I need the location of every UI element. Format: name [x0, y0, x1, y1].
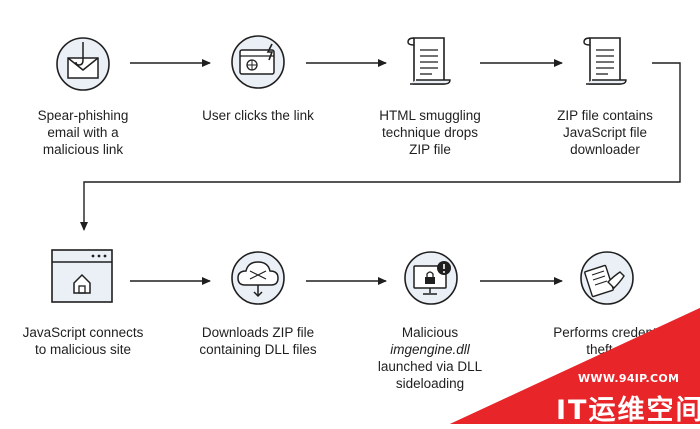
step-3-line: technique drops — [381, 125, 479, 140]
step-1-line: malicious link — [42, 142, 124, 157]
click-link-browser-icon — [231, 35, 285, 89]
step-3-line: ZIP file — [409, 142, 451, 157]
step-5-line: JavaScript connects — [22, 325, 144, 340]
step-8-line: theft a — [586, 342, 624, 357]
step-3-line: HTML smuggling — [379, 108, 481, 123]
step-8-line: Performs credent — [553, 325, 657, 340]
step-4-label: ZIP file contains JavaScript file downlo… — [520, 107, 690, 158]
step-8-label: Performs credent theft a ke — [520, 324, 690, 375]
step-5-line: to malicious site — [34, 342, 132, 357]
step-7-line: launched via DLL — [377, 359, 483, 374]
step-3-label: HTML smuggling technique drops ZIP file — [345, 107, 515, 158]
step-6-line: Downloads ZIP file — [201, 325, 315, 340]
scroll-document-icon — [583, 37, 627, 85]
step-7-label: Malicious imgengine.dll launched via DLL… — [345, 324, 515, 392]
step-1-label: Spear-phishing email with a malicious li… — [0, 107, 168, 158]
monitor-lock-alert-icon — [404, 251, 458, 305]
step-7-line: Malicious — [401, 325, 459, 340]
step-7-line: sideloading — [395, 376, 465, 391]
phishing-email-icon — [56, 37, 110, 91]
step-7-filename: imgengine.dll — [390, 342, 470, 357]
cloud-download-icon — [231, 251, 285, 305]
step-4-line: downloader — [570, 142, 640, 157]
watermark-url: WWW.94IP.COM — [578, 372, 680, 385]
browser-home-icon — [51, 249, 113, 303]
scroll-document-icon — [407, 37, 451, 85]
step-5-label: JavaScript connects to malicious site — [0, 324, 168, 358]
credential-theft-icon — [580, 251, 634, 305]
step-1-line: email with a — [47, 125, 119, 140]
step-4-line: JavaScript file — [562, 125, 648, 140]
step-2-label: User clicks the link — [173, 107, 343, 124]
row-connector-arrow — [80, 62, 681, 231]
watermark-brand: IT运维空间 — [556, 395, 700, 426]
step-2-line: User clicks the link — [202, 108, 314, 123]
step-6-line: containing DLL files — [199, 342, 317, 357]
step-6-label: Downloads ZIP file containing DLL files — [173, 324, 343, 358]
step-4-line: ZIP file contains — [557, 108, 653, 123]
step-1-line: Spear-phishing — [37, 108, 129, 123]
